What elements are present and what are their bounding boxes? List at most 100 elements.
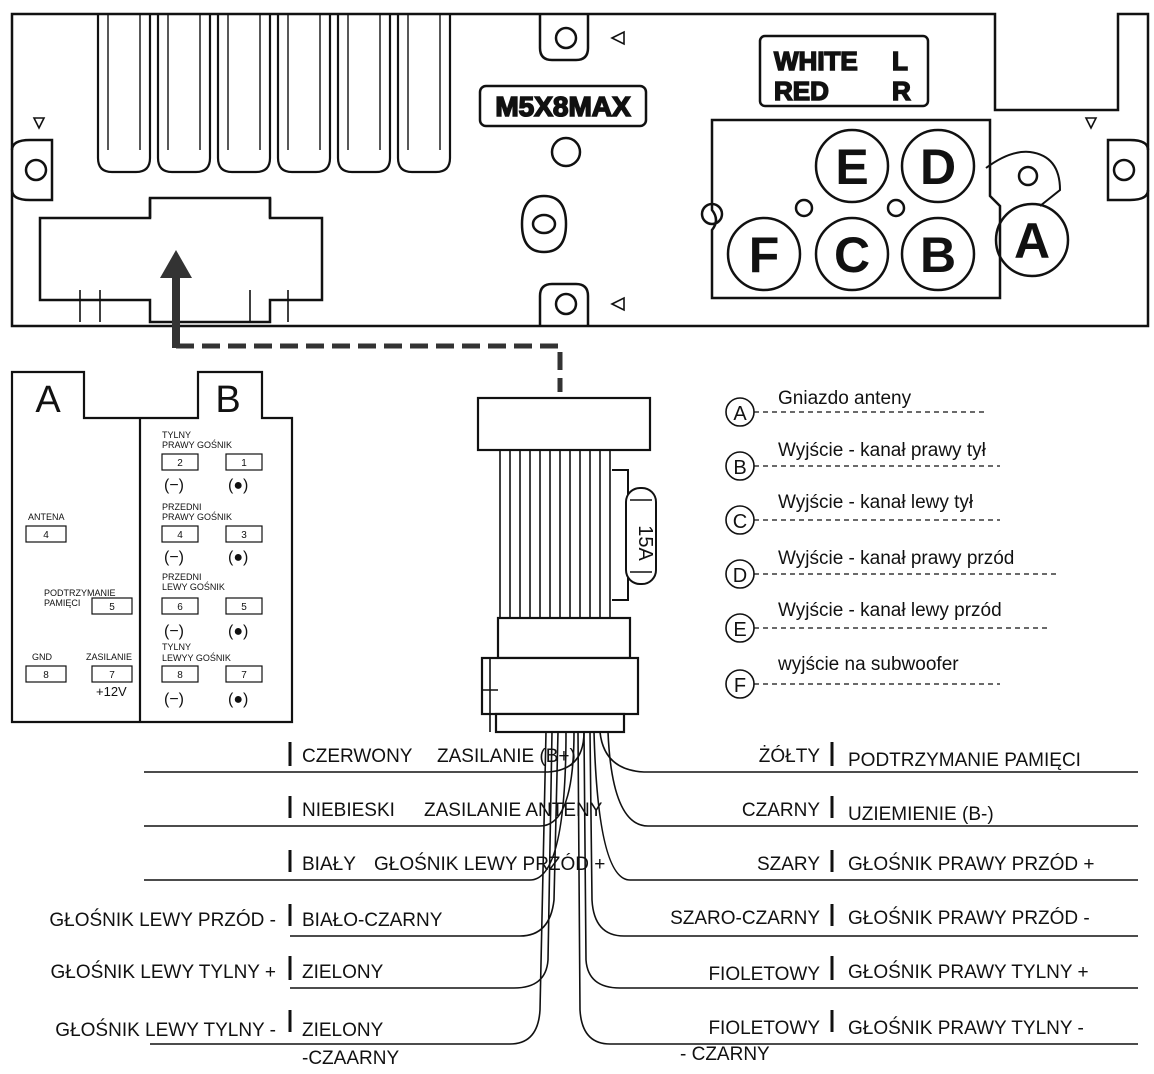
socket-letters: E D F C B A <box>749 139 1050 283</box>
legend: A Gniazdo anteny B Wyjście - kanał prawy… <box>725 388 1060 699</box>
legend-key: E <box>733 619 746 641</box>
rca-white-label: WHITE <box>774 46 858 76</box>
legend-item-b: B Wyjście - kanał prawy tył <box>725 440 1000 481</box>
wire-color-label: - CZARNY <box>680 1044 770 1065</box>
wire-function-label: GŁOŚNIK LEWY PRZÓD + <box>374 853 605 875</box>
pin-number: 2 <box>177 458 183 469</box>
pin-number: 3 <box>241 530 247 541</box>
legend-item-a: A Gniazdo anteny <box>725 388 986 427</box>
legend-key: F <box>734 675 746 697</box>
wire-color-label: SZARY <box>757 854 820 875</box>
pin-number: 1 <box>241 458 247 469</box>
fuse-label: 15A <box>634 525 656 561</box>
socket-a: A <box>1014 213 1050 269</box>
pin-label-antena: ANTENA <box>28 512 65 522</box>
legend-key: D <box>733 565 747 587</box>
neg-symbol: (−) <box>164 549 184 566</box>
group-label: PRAWY GOŚNIK <box>162 511 232 522</box>
wire-function-label: GŁOŚNIK PRAWY PRZÓD - <box>848 907 1090 929</box>
legend-text: Wyjście - kanał prawy przód <box>778 548 1014 569</box>
pos-symbol: (●) <box>228 623 248 640</box>
pin-number: 5 <box>241 602 247 613</box>
rca-right-label: R <box>892 76 911 106</box>
group-label: LEWY GOŚNIK <box>162 581 225 592</box>
neg-symbol: (−) <box>164 691 184 708</box>
group-label: TYLNY <box>162 642 191 652</box>
socket-c: C <box>834 227 870 283</box>
legend-item-e: E Wyjście - kanał lewy przód <box>725 600 1050 643</box>
legend-key: B <box>733 457 746 479</box>
pin-number: 7 <box>109 670 115 681</box>
pin-label-zasilanie: ZASILANIE <box>86 652 132 662</box>
wire-harness <box>476 396 657 734</box>
separator-bars <box>288 742 834 1032</box>
pos-symbol: (●) <box>228 691 248 708</box>
legend-text: Wyjście - kanał lewy tył <box>778 492 974 513</box>
wire-function-label: GŁOŚNIK LEWY TYLNY - <box>55 1019 276 1041</box>
connector-b-title: B <box>215 379 240 421</box>
triangle-marks <box>32 30 1098 312</box>
socket-d: D <box>920 139 956 195</box>
group-label: TYLNY <box>162 430 191 440</box>
pin-number: 4 <box>177 530 183 541</box>
group-label: PRZEDNI <box>162 502 202 512</box>
left-wire-labels: CZERWONY ZASILANIE (B+) NIEBIESKI ZASILA… <box>49 746 605 1069</box>
wire-color-label: CZERWONY <box>302 746 413 767</box>
connection-arrow <box>160 250 563 392</box>
legend-key: A <box>733 403 747 425</box>
group-label: PRAWY GOŚNIK <box>162 439 232 450</box>
wire-function-label: PODTRZYMANIE PAMIĘCI <box>848 750 1081 771</box>
wire-color-label: FIOLETOWY <box>708 1018 820 1039</box>
legend-key: C <box>733 511 747 533</box>
pos-symbol: (●) <box>228 477 248 494</box>
wire-color-label: NIEBIESKI <box>302 800 395 821</box>
pos-symbol: (●) <box>228 549 248 566</box>
connector-b-pins: TYLNY PRAWY GOŚNIK 2 1 (−) (●) PRZEDNI P… <box>161 430 263 708</box>
wire-color-label: -CZAARNY <box>302 1048 399 1069</box>
group-label: PRZEDNI <box>162 572 202 582</box>
heatsink-fins <box>96 14 452 174</box>
wire-color-label: BIAŁY <box>302 854 356 875</box>
socket-e: E <box>835 139 868 195</box>
group-label: LEWYY GOŚNIK <box>162 652 231 663</box>
pin-number: 4 <box>43 530 49 541</box>
rca-left-label: L <box>892 46 908 76</box>
legend-text: Wyjście - kanał prawy tył <box>778 440 987 461</box>
pin-number: 5 <box>109 602 115 613</box>
wire-function-label: ZASILANIE ANTENY <box>424 800 603 821</box>
legend-text: Gniazdo anteny <box>778 388 912 409</box>
pin-number: 8 <box>177 670 183 681</box>
wire-color-label: ZIELONY <box>302 1020 384 1041</box>
connector-a-pins: ANTENA 4 PODTRZYMANIE PAMIĘCI 5 GND 8 ZA… <box>25 512 133 699</box>
socket-f: F <box>749 227 780 283</box>
wire-color-label: CZARNY <box>742 800 820 821</box>
voltage-label: +12V <box>96 684 127 699</box>
pin-label-pamieci: PAMIĘCI <box>44 598 80 608</box>
wire-function-label: UZIEMIENIE (B-) <box>848 804 994 825</box>
legend-item-d: D Wyjście - kanał prawy przód <box>725 548 1060 589</box>
wire-function-label: GŁOŚNIK LEWY TYLNY + <box>51 961 276 983</box>
wire-color-label: FIOLETOWY <box>708 964 820 985</box>
wire-color-label: BIAŁO-CZARNY <box>302 910 443 931</box>
legend-text: wyjście na subwoofer <box>777 654 959 675</box>
legend-item-f: F wyjście na subwoofer <box>725 654 1000 699</box>
legend-text: Wyjście - kanał lewy przód <box>778 600 1002 621</box>
pin-number: 7 <box>241 670 247 681</box>
radio-back-panel <box>10 12 1150 328</box>
wire-color-label: ŻÓŁTY <box>759 745 821 767</box>
model-label: M5X8MAX <box>495 91 631 122</box>
wire-color-label: ZIELONY <box>302 962 384 983</box>
wire-color-label: SZARO-CZARNY <box>670 908 820 929</box>
right-wire-labels: ŻÓŁTY PODTRZYMANIE PAMIĘCI CZARNY UZIEMI… <box>670 745 1094 1065</box>
wire-function-label: GŁOŚNIK LEWY PRZÓD - <box>49 909 276 931</box>
output-wires <box>144 731 1138 1045</box>
connector-a-title: A <box>35 379 61 421</box>
neg-symbol: (−) <box>164 623 184 640</box>
connector-pinout <box>10 370 294 724</box>
wire-function-label: GŁOŚNIK PRAWY TYLNY + <box>848 961 1089 983</box>
pin-label-podtrzymanie: PODTRZYMANIE <box>44 588 116 598</box>
wire-function-label: ZASILANIE (B+) <box>437 746 576 767</box>
wire-function-label: GŁOŚNIK PRAWY TYLNY - <box>848 1017 1084 1039</box>
pin-label-gnd: GND <box>32 652 53 662</box>
